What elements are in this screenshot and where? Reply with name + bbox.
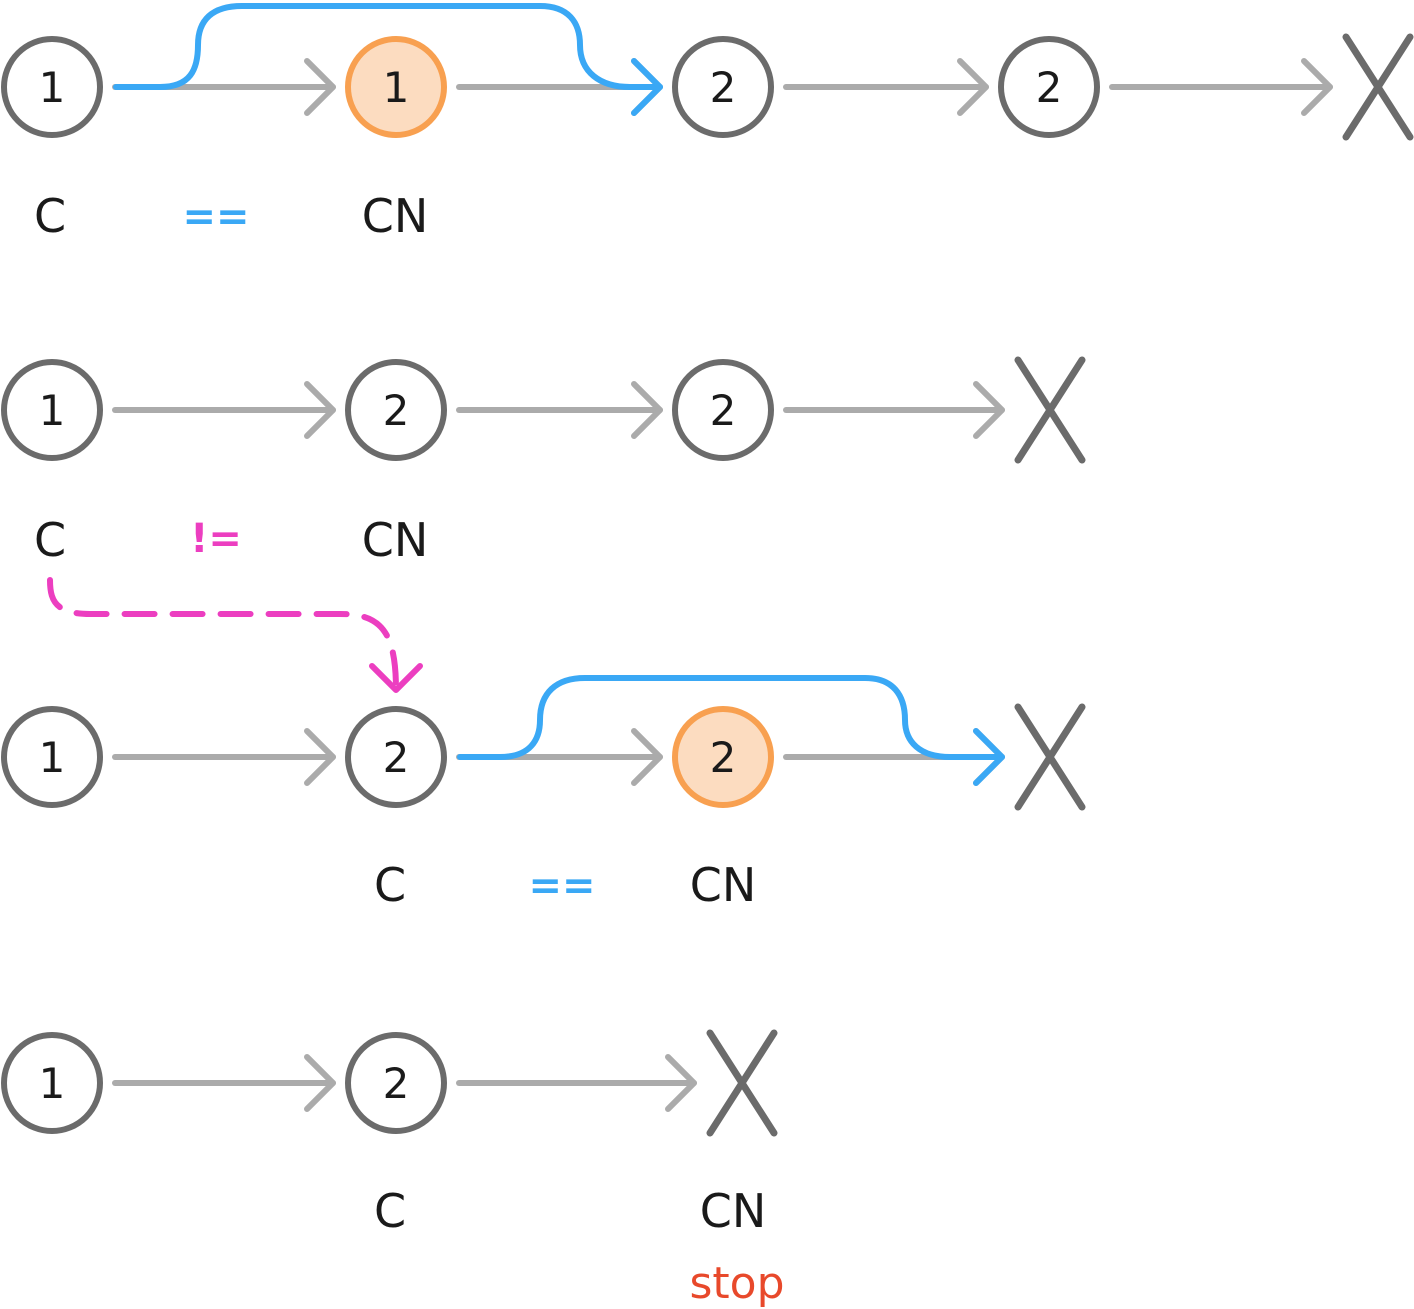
row1-cn-label: CN: [361, 189, 429, 243]
row1-node-4-value: 2: [1036, 63, 1063, 112]
row4-node-1-value: 1: [39, 1059, 66, 1108]
row2-node-2: [345, 359, 447, 461]
row4-node-2: [345, 1032, 447, 1134]
row2-arrow-2-head: [631, 381, 663, 439]
row4-cn-label: CN: [699, 1184, 767, 1238]
row1-node-3: [672, 36, 774, 138]
row4-stop-label: stop: [689, 1258, 785, 1309]
row3-blue-skip-arrow-head: [973, 728, 1005, 786]
row4-c-label: C: [373, 1184, 407, 1238]
row2-pink-dashed-arrow-head: [369, 663, 423, 693]
row3-c-label: C: [373, 858, 407, 912]
row1-blue-skip-arrow-head: [631, 58, 663, 116]
row1-blue-skip-arrow: [113, 3, 663, 90]
row1-arrow-1-head: [304, 58, 336, 116]
row3-blue-skip-arrow: [457, 675, 1005, 760]
row2-node-2-value: 2: [383, 386, 410, 435]
row2-c-label: C: [33, 513, 67, 567]
row1-arrow-3-head: [957, 58, 989, 116]
row1-c-label: C: [33, 189, 67, 243]
row3-node-1: [1, 706, 103, 808]
row1-node-1-value: 1: [39, 63, 66, 112]
row1-equal-operator: ==: [182, 194, 250, 240]
row4-arrow-2-head: [665, 1054, 697, 1112]
row2-not-equal-operator: !=: [190, 516, 242, 562]
row3-node-2-value: 2: [383, 733, 410, 782]
row1-node-2-value: 1: [383, 63, 410, 112]
row3-null-x-icon: [1014, 703, 1086, 811]
row4-null-x-icon: [706, 1029, 778, 1137]
row3-node-3: [672, 706, 774, 808]
row3-node-1-value: 1: [39, 733, 66, 782]
row3-node-3-value: 2: [710, 733, 737, 782]
row1-arrow-4-head: [1301, 58, 1333, 116]
row2-node-1: [1, 359, 103, 461]
row2-node-3-value: 2: [710, 386, 737, 435]
row1-node-1: [1, 36, 103, 138]
row3-node-2: [345, 706, 447, 808]
row3-cn-label: CN: [689, 858, 757, 912]
row3-arrow-2-head: [631, 728, 663, 786]
row4-node-1: [1, 1032, 103, 1134]
row2-node-1-value: 1: [39, 386, 66, 435]
row2-node-3: [672, 359, 774, 461]
row1-node-4: [998, 36, 1100, 138]
row1-node-3-value: 2: [710, 63, 737, 112]
row2-cn-label: CN: [361, 513, 429, 567]
row2-arrow-3-head: [973, 381, 1005, 439]
row3-arrow-1-head: [304, 728, 336, 786]
row4-node-2-value: 2: [383, 1059, 410, 1108]
row1-null-x-icon: [1342, 33, 1414, 141]
row2-pink-dashed-arrow: [47, 577, 399, 693]
row2-null-x-icon: [1014, 356, 1086, 464]
row3-equal-operator: ==: [528, 863, 596, 909]
row2-arrow-1-head: [304, 381, 336, 439]
row1-node-2: [345, 36, 447, 138]
row4-arrow-1-head: [304, 1054, 336, 1112]
